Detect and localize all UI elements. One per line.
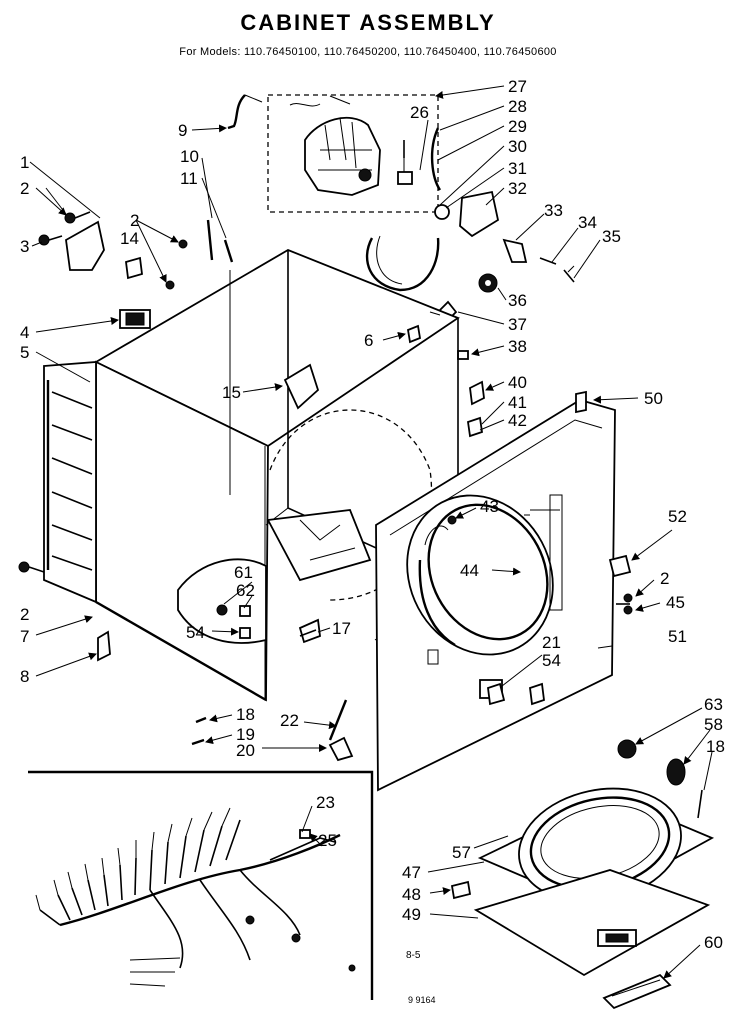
callout-37: 37 — [508, 315, 527, 334]
callout-44: 44 — [460, 561, 479, 580]
callout-34: 34 — [578, 213, 597, 232]
callout-61: 61 — [234, 563, 253, 582]
callout-30: 30 — [508, 137, 527, 156]
model-list: For Models: 110.76450100, 110.76450200, … — [179, 46, 557, 58]
callout-26: 26 — [410, 103, 429, 122]
callout-14: 14 — [120, 229, 139, 248]
leader-lines — [29, 85, 713, 979]
callout-50: 50 — [644, 389, 663, 408]
callout-57: 57 — [452, 843, 471, 862]
callout-28: 28 — [508, 97, 527, 116]
cabinet-body — [94, 249, 460, 702]
callout-51: 51 — [668, 627, 687, 646]
callout-63: 63 — [704, 695, 723, 714]
callout-2: 2 — [130, 211, 139, 230]
callout-35: 35 — [602, 227, 621, 246]
callout-45: 45 — [666, 593, 685, 612]
callout-17: 17 — [332, 619, 351, 638]
front-panel — [375, 399, 616, 792]
callout-49: 49 — [402, 905, 421, 924]
callout-27: 27 — [508, 77, 527, 96]
callout-7: 7 — [20, 627, 29, 646]
callout-33: 33 — [544, 201, 563, 220]
callout-29: 29 — [508, 117, 527, 136]
callout-60: 60 — [704, 933, 723, 952]
hardware-items — [18, 140, 703, 900]
callout-52: 52 — [668, 507, 687, 526]
callout-1: 1 — [20, 153, 29, 172]
callout-18: 18 — [236, 705, 255, 724]
callout-23: 23 — [316, 793, 335, 812]
callout-41: 41 — [508, 393, 527, 412]
wire-harness-inset — [28, 770, 374, 1000]
callout-48: 48 — [402, 885, 421, 904]
callout-5: 5 — [20, 343, 29, 362]
callout-20: 20 — [236, 741, 255, 760]
callout-31: 31 — [508, 159, 527, 178]
callout-2: 2 — [660, 569, 669, 588]
callout-4: 4 — [20, 323, 29, 342]
callout-54: 54 — [186, 623, 205, 642]
motor-parts-box — [227, 94, 439, 213]
callout-40: 40 — [508, 373, 527, 392]
callout-21: 21 — [542, 633, 561, 652]
reference-code: 9 9164 — [408, 995, 436, 1005]
diagram-title: CABINET ASSEMBLY — [240, 10, 496, 35]
callout-11: 11 — [180, 169, 198, 188]
callout-6: 6 — [364, 331, 373, 350]
callout-22: 22 — [280, 711, 299, 730]
callout-43: 43 — [480, 497, 499, 516]
callout-9: 9 — [178, 121, 187, 140]
callout-25: 25 — [318, 831, 337, 850]
side-panel — [43, 361, 97, 604]
callout-19: 19 — [236, 725, 255, 744]
callout-38: 38 — [508, 337, 527, 356]
callout-62: 62 — [236, 581, 255, 600]
door-ring-assembly — [473, 787, 715, 1010]
callout-3: 3 — [20, 237, 29, 256]
callout-2: 2 — [20, 605, 29, 624]
callout-42: 42 — [508, 411, 527, 430]
callout-58: 58 — [704, 715, 723, 734]
callout-18: 18 — [706, 737, 725, 756]
callout-10: 10 — [180, 147, 199, 166]
callout-32: 32 — [508, 179, 527, 198]
callout-54: 54 — [542, 651, 561, 670]
page-code: 8-5 — [406, 950, 421, 961]
callout-47: 47 — [402, 863, 421, 882]
callout-36: 36 — [508, 291, 527, 310]
callout-8: 8 — [20, 667, 29, 686]
callout-labels: 1 2 3 2 14 4 5 6 2 7 8 9 10 11 15 17 18 … — [20, 77, 725, 952]
callout-2: 2 — [20, 179, 29, 198]
callout-15: 15 — [222, 383, 241, 402]
